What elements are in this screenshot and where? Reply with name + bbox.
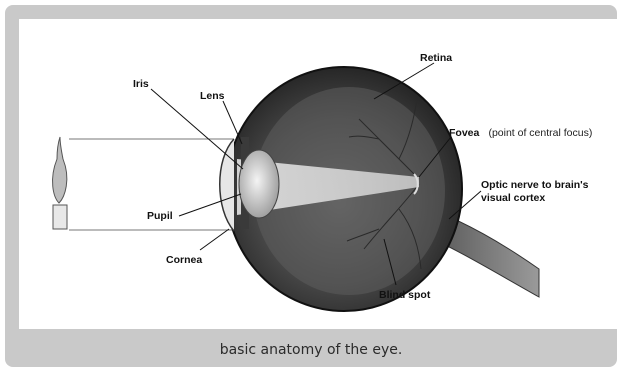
label-optic-nerve-line2: visual cortex [481,192,545,204]
eye-anatomy-diagram: Iris Lens Retina Fovea (point of central… [19,19,619,329]
label-optic-nerve-line1: Optic nerve to brain's [481,179,589,191]
label-iris: Iris [133,78,149,90]
label-fovea-group: Fovea (point of central focus) [449,121,592,140]
iris-pointer [151,89,243,169]
label-cornea: Cornea [166,254,202,266]
candle-icon [53,137,67,229]
label-retina: Retina [420,52,452,64]
label-pupil: Pupil [147,210,173,222]
label-fovea: Fovea [449,127,480,139]
figure-caption: basic anatomy of the eye. [5,333,617,367]
label-blind-spot: Blind spot [379,289,431,301]
lens-pointer [223,101,242,144]
cornea [220,139,234,231]
label-lens: Lens [200,90,225,102]
lens [239,150,279,218]
cornea-pointer [200,229,229,250]
label-fovea-note: (point of central focus) [488,127,592,139]
